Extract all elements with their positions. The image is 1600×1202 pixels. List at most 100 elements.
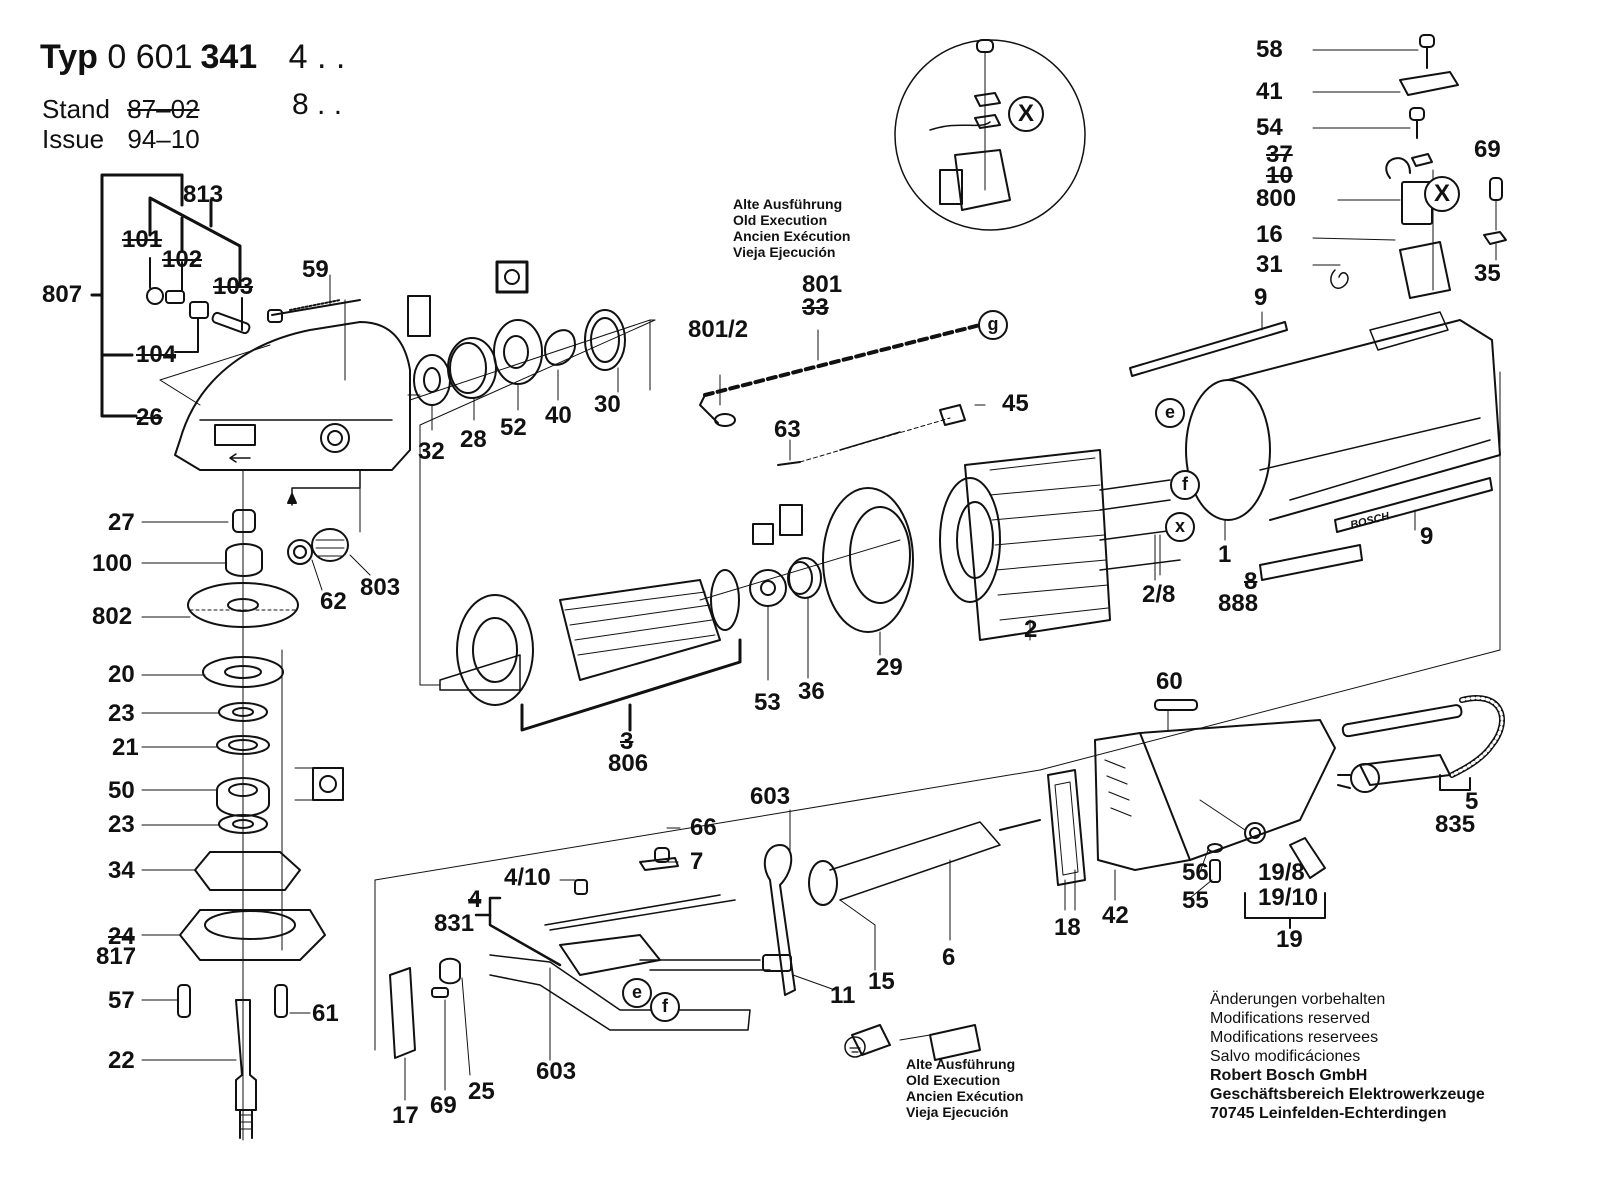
part-label-superseded: 3 (620, 728, 634, 755)
footer-notice: Änderungen vorbehalten Modifications res… (1210, 990, 1485, 1123)
bracket-831 (474, 896, 562, 967)
note-line: Old Execution (906, 1072, 1001, 1088)
bearing-group (407, 260, 656, 431)
leader-lines-left (141, 274, 371, 1061)
gear-housing-26 (159, 299, 421, 471)
note-line: Alte Ausführung (733, 196, 843, 212)
part-label: 7 (690, 848, 704, 875)
part-label: 2 (1024, 616, 1038, 643)
connector-f-marker-lower: f (650, 992, 680, 1022)
connector-x-marker: x (1165, 512, 1195, 542)
lock-pin-parts (146, 257, 251, 353)
note-line: Ancien Exécution (906, 1088, 1024, 1104)
motor-housing-1 (1039, 311, 1501, 771)
part-label: 56 (1182, 859, 1209, 886)
stator-group (777, 404, 1181, 656)
part-label-superseded: 8 (1244, 568, 1258, 595)
part-label: 50 (108, 777, 135, 804)
switch-cable-group (374, 769, 1041, 1061)
part-label-superseded: 101 (122, 226, 163, 253)
footer-line: Modifications reservees (1210, 1029, 1379, 1046)
part-label: 31 (1256, 251, 1283, 278)
part-label: 23 (108, 811, 135, 838)
part-label: 18 (1054, 914, 1081, 941)
part-label: 57 (108, 987, 135, 1014)
part-label-superseded: 33 (802, 294, 829, 321)
leader-lines-lower (404, 809, 1066, 1101)
part-label: 888 (1218, 590, 1259, 617)
part-label: 1 (1218, 541, 1232, 568)
part-label: 19/8 (1258, 859, 1305, 886)
part-label: 55 (1182, 887, 1209, 914)
part-label-superseded: 26 (136, 404, 163, 431)
part-label: 30 (594, 391, 621, 418)
typ-main: 341 (200, 38, 258, 76)
part-label: 802 (92, 603, 133, 630)
part-label: 52 (500, 414, 527, 441)
part-label: 69 (1474, 136, 1501, 163)
cable-801 (699, 323, 982, 427)
part-label: 28 (460, 426, 487, 453)
part-label: 54 (1256, 114, 1283, 141)
part-label-superseded: 24 (108, 923, 135, 950)
part-label: 59 (302, 256, 329, 283)
part-label-superseded: 102 (162, 246, 203, 273)
old-execution-note-bottom: Alte Ausführung Old Execution Ancien Exé… (906, 1056, 1023, 1120)
part-label: 27 (108, 509, 135, 536)
bracket-807 (90, 173, 242, 418)
leader-lines-right (1312, 49, 1419, 266)
armature-group (419, 319, 901, 732)
part-label: 801/2 (688, 316, 749, 343)
part-label: 62 (320, 588, 347, 615)
part-label: 41 (1256, 78, 1283, 105)
part-label: 100 (92, 550, 133, 577)
note-line: Alte Ausführung (906, 1056, 1016, 1072)
part-label: 40 (545, 402, 572, 429)
part-label: 603 (536, 1058, 577, 1085)
part-label: 53 (754, 689, 781, 716)
company-name: Robert Bosch GmbH (1210, 1067, 1368, 1084)
part-label: 9 (1254, 284, 1268, 311)
part-label: 806 (608, 750, 649, 777)
part-label: 9 (1420, 523, 1434, 550)
variant-4: 4 . . (288, 38, 346, 76)
footer-line: Modifications reserved (1210, 1010, 1371, 1027)
part-label: 16 (1256, 221, 1283, 248)
stand-label: Stand (42, 94, 110, 124)
footer-line: Änderungen vorbehalten (1210, 991, 1386, 1008)
part-label-superseded: 104 (136, 341, 177, 368)
part-label: 32 (418, 438, 445, 465)
pinion-group (287, 469, 361, 565)
part-label: 20 (108, 661, 135, 688)
part-label: 19/10 (1258, 884, 1319, 911)
note-line: Vieja Ejecución (906, 1104, 1009, 1120)
brush-holder-group (1330, 34, 1507, 299)
company-address: 70745 Leinfelden-Echterdingen (1210, 1105, 1447, 1122)
part-label: 4/10 (504, 864, 551, 891)
part-label: 36 (798, 678, 825, 705)
part-label: 807 (42, 281, 83, 308)
part-label: 15 (868, 968, 895, 995)
company-division: Geschäftsbereich Elektrowerkzeuge (1210, 1086, 1485, 1103)
old-execution-note-top: Alte Ausführung Old Execution Ancien Exé… (733, 196, 850, 260)
part-label: 817 (96, 943, 137, 970)
part-label: 19 (1276, 926, 1303, 953)
detail-circle-x (894, 39, 1086, 231)
spindle-stack (177, 469, 344, 1141)
part-label: 17 (392, 1102, 419, 1129)
connector-e-marker: e (1155, 398, 1185, 428)
detail-x-marker: X (1008, 96, 1044, 132)
part-label: 801 (802, 271, 843, 298)
part-label: 35 (1474, 260, 1501, 287)
part-label: 835 (1435, 811, 1476, 838)
part-label: 22 (108, 1047, 135, 1074)
footer-line: Salvo modificáciones (1210, 1048, 1361, 1065)
part-label: 34 (108, 857, 135, 884)
part-label: 11 (830, 982, 856, 1009)
connector-f-marker: f (1170, 470, 1200, 500)
revision-info: Stand 87–02 Issue 94–10 (42, 94, 200, 154)
part-label-superseded: 10 (1266, 162, 1293, 189)
part-label: 42 (1102, 902, 1129, 929)
